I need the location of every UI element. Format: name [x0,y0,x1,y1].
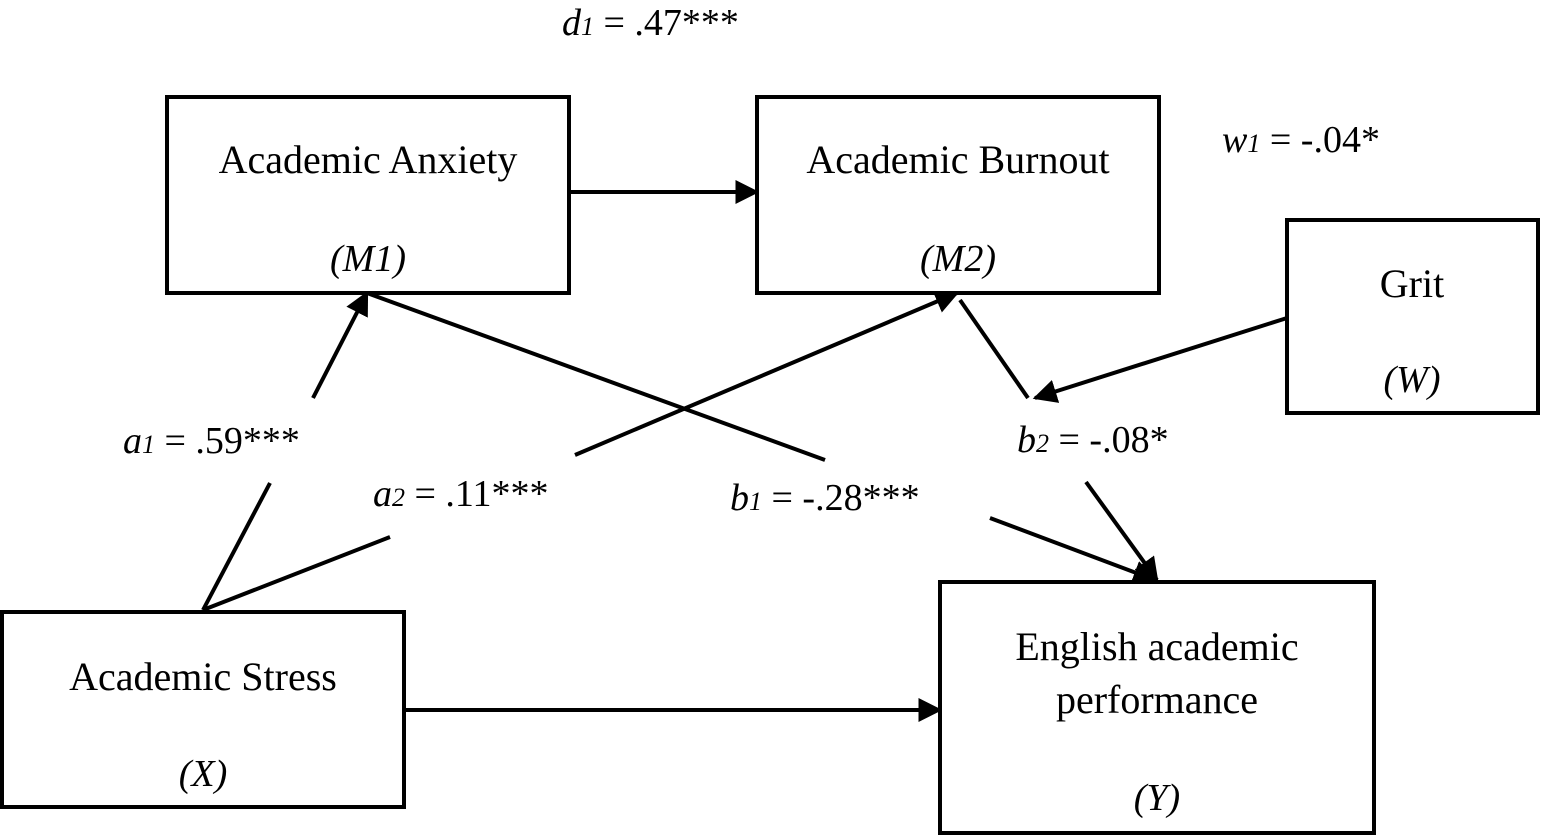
coef-a1: a1 = .59*** [123,420,300,462]
arrow-x-to-m1-upper [311,290,369,399]
coef-a2: a2 = .11*** [373,473,549,515]
node-y-title-line2: performance [1056,677,1258,722]
node-w: Grit (W) [1285,218,1540,415]
coef-w1-var: w [1222,119,1248,161]
node-w-symbol: (W) [1384,359,1441,401]
node-m1-symbol: (M1) [330,238,406,280]
node-x: Academic Stress (X) [0,610,406,809]
coef-b2-var: b [1017,419,1036,461]
coef-d1-value: = .47*** [594,2,739,44]
coef-b1: b1 = -.28*** [730,477,920,519]
coef-b1-var: b [730,477,749,519]
coef-a2-var: a [373,473,392,515]
coef-b2: b2 = -.08* [1017,419,1169,461]
coef-a2-sub: 2 [392,483,405,512]
arrow-m1-to-y-lower [989,516,1158,584]
node-x-symbol: (X) [179,753,228,795]
coef-d1: d1 = .47*** [562,2,739,44]
coef-b1-value: = -.28*** [762,477,920,519]
coef-d1-sub: 1 [581,12,594,41]
node-m1: Academic Anxiety (M1) [165,95,571,295]
arrow-x-to-m2-lower [202,535,391,612]
arrow-m1-to-y-upper [366,291,826,462]
node-m2-title: Academic Burnout [806,137,1109,182]
node-w-title: Grit [1380,261,1444,306]
node-x-title: Academic Stress [69,654,337,699]
arrow-w-to-b2 [1032,316,1288,403]
node-m2-symbol: (M2) [920,238,996,280]
coef-b2-sub: 2 [1036,429,1049,458]
arrow-x-to-m2-upper [574,290,960,457]
arrow-m2-to-y-upper [958,298,1030,400]
node-y-symbol: (Y) [1134,777,1180,819]
arrow-x-to-m1-lower [201,482,272,611]
coef-d1-var: d [562,2,582,44]
coef-a1-sub: 1 [142,430,155,459]
arrow-m2-to-y-lower [1084,480,1159,582]
coef-a2-value: = .11*** [405,473,549,515]
coef-w1: w1 = -.04* [1222,119,1380,161]
coef-b2-value: = -.08* [1049,419,1169,461]
coef-w1-value: = -.04* [1260,119,1380,161]
node-y-title-line1: English academic [1015,624,1298,669]
coef-a1-var: a [123,420,142,462]
node-m1-title: Academic Anxiety [219,137,518,182]
coef-a1-value: = .59*** [155,420,300,462]
node-m2: Academic Burnout (M2) [755,95,1161,295]
node-y: English academic performance (Y) [938,580,1376,835]
coef-b1-sub: 1 [749,487,762,516]
coef-w1-sub: 1 [1247,129,1260,158]
